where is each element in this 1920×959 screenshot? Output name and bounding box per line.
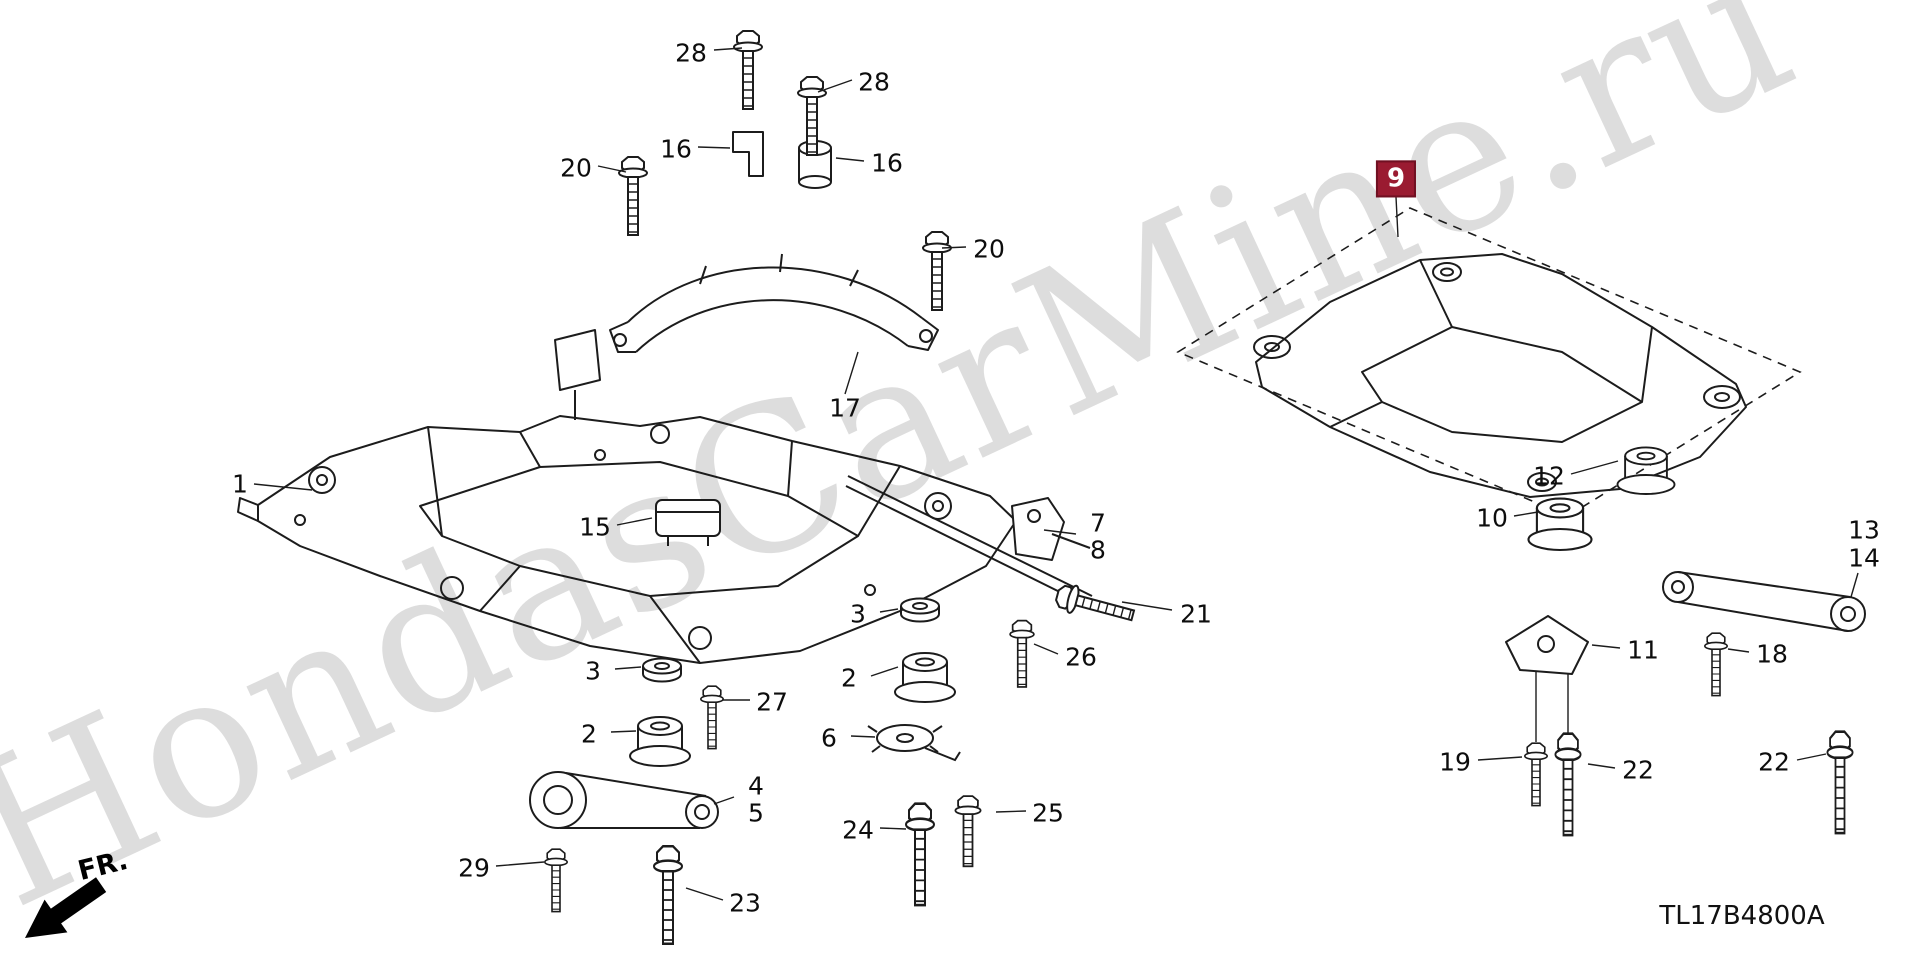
mount-bushing-drawing [894,652,956,703]
part-label: 29 [458,853,490,883]
mount-bushing-drawing [629,716,691,767]
part-label: 2 [581,719,597,749]
leader-lines [253,47,1859,901]
flange-bolt-drawing [904,802,936,907]
rear-bracket-drawing [1505,615,1589,742]
part-label-highlighted: 9 [1375,160,1417,198]
part-label: 4 [748,771,764,801]
part-label: 23 [729,888,761,918]
part-label: 28 [858,67,890,97]
part-label: 2 [841,663,857,693]
part-label: 16 [871,148,903,178]
part-label: 3 [585,656,601,686]
part-label: 16 [660,134,692,164]
part-label: 22 [1758,747,1790,777]
part-label: 13 [1848,515,1880,545]
part-label: 12 [1533,461,1565,491]
stiffener-bracket-7-8-drawing [1011,497,1091,561]
flange-bolt-drawing [1704,632,1728,697]
part-label: 26 [1065,642,1097,672]
part-label: 6 [821,723,837,753]
mount-washer-drawing [900,597,940,623]
flange-bolt-drawing [1009,619,1035,688]
rear-stay-drawing [1662,571,1866,632]
diagram-code: TL17B4800A [1659,901,1825,931]
part-label: 27 [756,687,788,717]
mount-washer-drawing [642,657,682,683]
flange-bolt-drawing [954,795,982,868]
dynamic-damper-drawing [655,499,721,546]
flange-bolt-drawing [1554,732,1582,837]
part-label: 7 [1090,508,1106,538]
part-label: 20 [973,234,1005,264]
part-label: 8 [1090,535,1106,565]
flange-bolt-drawing [1052,580,1138,630]
part-label: 20 [560,153,592,183]
part-label: 19 [1439,747,1471,777]
part-label: 5 [748,798,764,828]
flange-bolt-drawing [922,231,952,311]
rear-beam-drawing [1253,253,1747,498]
front-subframe-drawing [237,329,1093,664]
flange-bolt-drawing [733,30,763,110]
flange-bolt-drawing [652,845,684,945]
part-label: 1 [232,469,248,499]
flange-bolt-drawing [618,156,648,236]
part-label: 15 [579,512,611,542]
part-label: 24 [842,815,874,845]
flange-bolt-drawing [699,685,725,750]
part-label: 3 [850,599,866,629]
part-label: 14 [1848,543,1880,573]
torque-rod-drawing [529,771,719,829]
rear-mount-bushing-drawing [1527,497,1593,552]
part-label: 10 [1476,503,1508,533]
part-label: 17 [829,393,861,423]
front-crossmember-brace-drawing [609,253,939,353]
flange-bolt-drawing [543,848,569,913]
part-label: 25 [1032,798,1064,828]
flange-bolt-drawing [1524,742,1548,807]
part-label: 11 [1627,635,1659,665]
part-label: 22 [1622,755,1654,785]
front-direction-arrow [25,877,107,938]
part-label: 18 [1756,639,1788,669]
part-label: 28 [675,38,707,68]
flange-bolt-drawing [1826,730,1854,835]
rear-beam-boundary-dashes [1176,207,1802,517]
part-label: 21 [1180,599,1212,629]
heat-baffle-plate-drawing [867,724,961,762]
